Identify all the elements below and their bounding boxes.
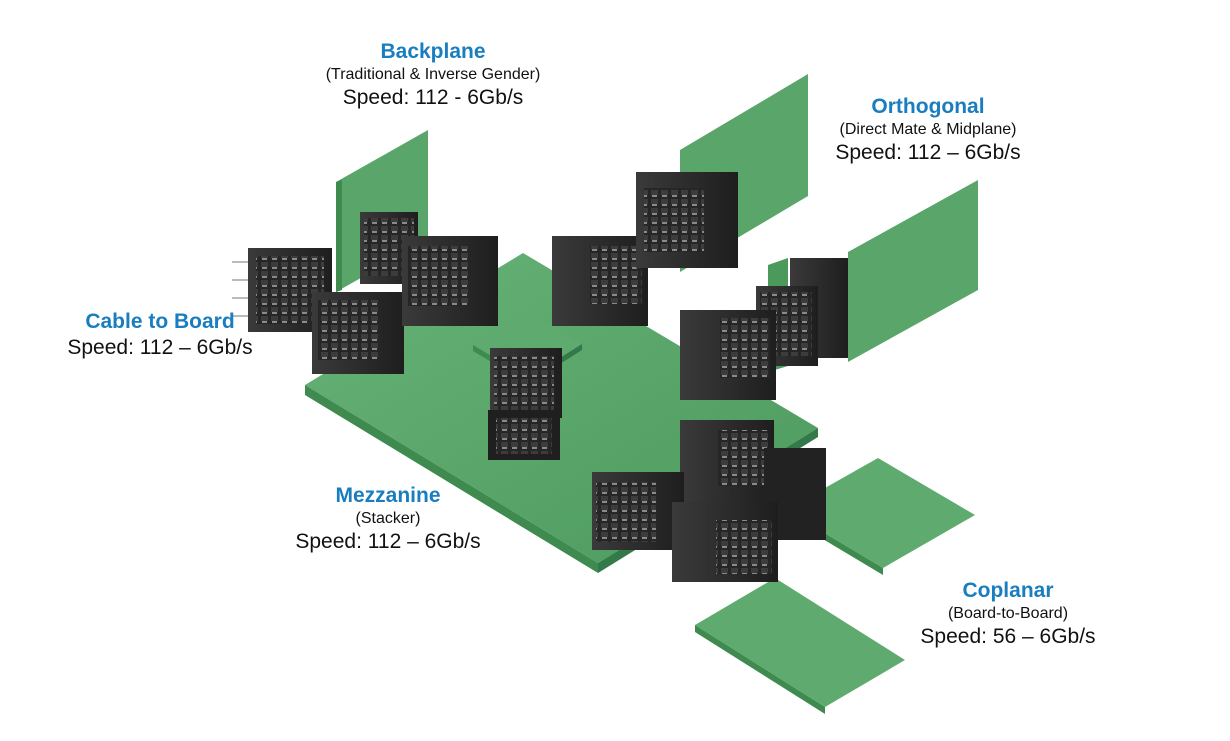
connector-backplane-right [402,236,498,326]
connector-coplanar-lower [592,472,778,582]
coplanar-board-lower [695,578,905,714]
cable-title: Cable to Board [85,310,235,333]
mezzanine-speed: Speed: 112 – 6Gb/s [295,530,481,554]
connector-orthogonal-main [680,310,776,400]
coplanar-subtitle: (Board-to-Board) [947,605,1069,623]
coplanar-speed: Speed: 56 – 6Gb/s [920,625,1096,649]
mezzanine-subtitle: (Stacker) [355,510,421,528]
label-coplanar: Coplanar (Board-to-Board) Speed: 56 – 6G… [910,578,1106,651]
cable-speed: Speed: 112 – 6Gb/s [67,336,253,360]
connector-backplane-left [312,292,404,374]
coplanar-title: Coplanar [962,579,1054,602]
connector-orthogonal-upper-right [636,172,738,268]
label-orthogonal: Orthogonal (Direct Mate & Midplane) Spee… [816,94,1040,167]
orthogonal-speed: Speed: 112 – 6Gb/s [835,141,1021,165]
backplane-subtitle: (Traditional & Inverse Gender) [325,66,541,84]
backplane-speed: Speed: 112 - 6Gb/s [342,86,524,110]
connector-mezzanine [488,348,562,460]
orthogonal-title: Orthogonal [871,95,985,118]
label-backplane: Backplane (Traditional & Inverse Gender)… [302,39,564,112]
connector-orthogonal-upper-left [552,236,648,326]
orthogonal-subtitle: (Direct Mate & Midplane) [839,121,1017,139]
mezzanine-title: Mezzanine [335,484,441,507]
label-cable-to-board: Cable to Board Speed: 112 – 6Gb/s [58,309,262,362]
label-mezzanine: Mezzanine (Stacker) Speed: 112 – 6Gb/s [286,483,490,556]
backplane-title: Backplane [380,40,486,63]
